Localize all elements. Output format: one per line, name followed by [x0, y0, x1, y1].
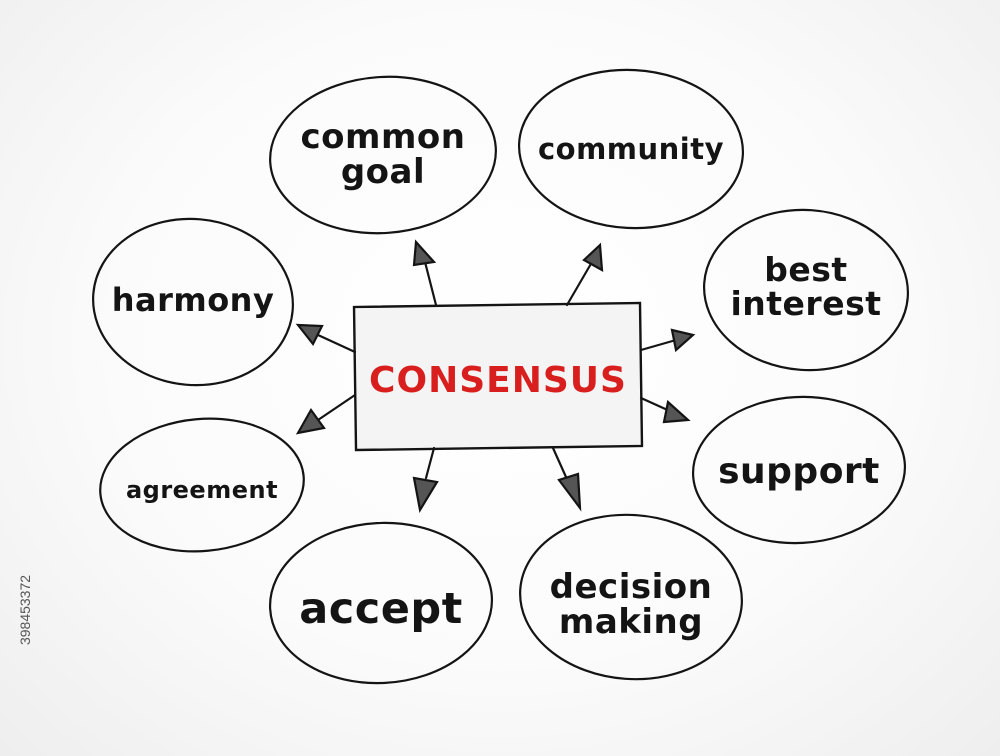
node-label-decision-making: decision making	[549, 567, 713, 642]
node-label-best-interest: best interest	[730, 250, 882, 323]
center-label: CONSENSUS	[369, 359, 627, 401]
node-outline-harmony	[92, 217, 294, 387]
stock-id-text: 398453372	[17, 574, 34, 646]
node-label-accept: accept	[299, 584, 463, 635]
node-outline-support	[691, 395, 907, 545]
node-label-support: support	[718, 450, 880, 492]
arrow-to-support	[639, 396, 691, 424]
arrow-to-common-goal	[412, 239, 438, 307]
arrow-to-agreement	[295, 393, 357, 435]
arrow-to-harmony	[295, 323, 357, 354]
node-outlines	[92, 68, 910, 685]
node-label-agreement: agreement	[125, 475, 279, 504]
node-label-harmony: harmony	[111, 280, 275, 319]
arrow-to-community	[565, 242, 604, 307]
stock-id: 398453372	[0, 515, 50, 705]
arrow-to-decision-making	[551, 446, 582, 512]
center-box	[352, 301, 644, 452]
arrow-to-accept	[412, 446, 439, 514]
node-outline-decision-making	[519, 513, 743, 681]
connector-arrows	[295, 239, 696, 514]
node-outline-accept	[268, 521, 494, 685]
node-label-common-goal: common goal	[300, 117, 466, 192]
node-outline-best-interest	[702, 208, 910, 372]
node-outline-common-goal	[269, 75, 497, 235]
node-label-community: community	[537, 132, 725, 167]
node-outline-community	[517, 68, 745, 230]
node-outline-agreement	[99, 417, 305, 553]
arrow-to-best-interest	[639, 328, 696, 353]
